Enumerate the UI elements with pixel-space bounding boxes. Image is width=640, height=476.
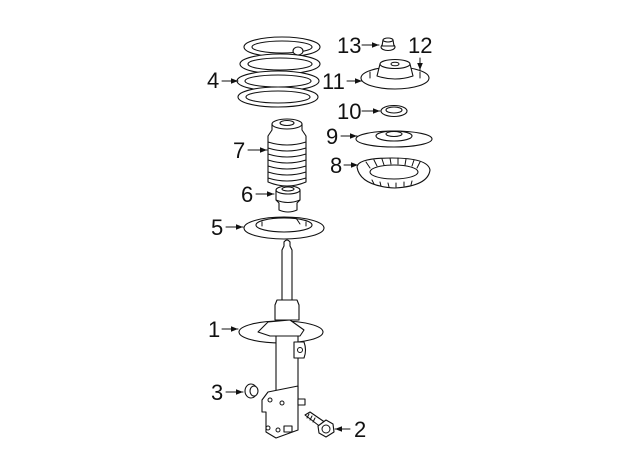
callout-9[interactable]: 9 xyxy=(326,124,339,149)
nut-part xyxy=(244,383,259,399)
callout-10[interactable]: 10 xyxy=(337,99,362,124)
callout-11[interactable]: 11 xyxy=(322,69,345,94)
bolt-part xyxy=(304,411,335,438)
top-nut-part xyxy=(380,37,396,52)
callout-6[interactable]: 6 xyxy=(241,182,254,207)
leader-lines xyxy=(221,42,423,432)
callout-12[interactable]: 12 xyxy=(408,33,433,58)
callout-4[interactable]: 4 xyxy=(207,68,220,93)
bearing-part xyxy=(380,104,408,118)
upper-insulator-part xyxy=(356,157,431,189)
callout-5[interactable]: 5 xyxy=(211,215,224,240)
lower-insulator-part xyxy=(243,216,325,240)
callout-1[interactable]: 1 xyxy=(208,317,221,342)
callout-3[interactable]: 3 xyxy=(211,380,224,405)
strut-part xyxy=(238,239,324,439)
bump-stop-part xyxy=(275,185,301,213)
callout-8[interactable]: 8 xyxy=(330,153,343,178)
strut-mount-part xyxy=(360,58,430,90)
dust-boot-part xyxy=(267,118,307,187)
callout-7[interactable]: 7 xyxy=(233,138,246,163)
callout-13[interactable]: 13 xyxy=(337,33,362,58)
coil-spring-part xyxy=(236,36,321,108)
callout-2[interactable]: 2 xyxy=(354,417,367,442)
spring-seat-part xyxy=(355,130,433,148)
